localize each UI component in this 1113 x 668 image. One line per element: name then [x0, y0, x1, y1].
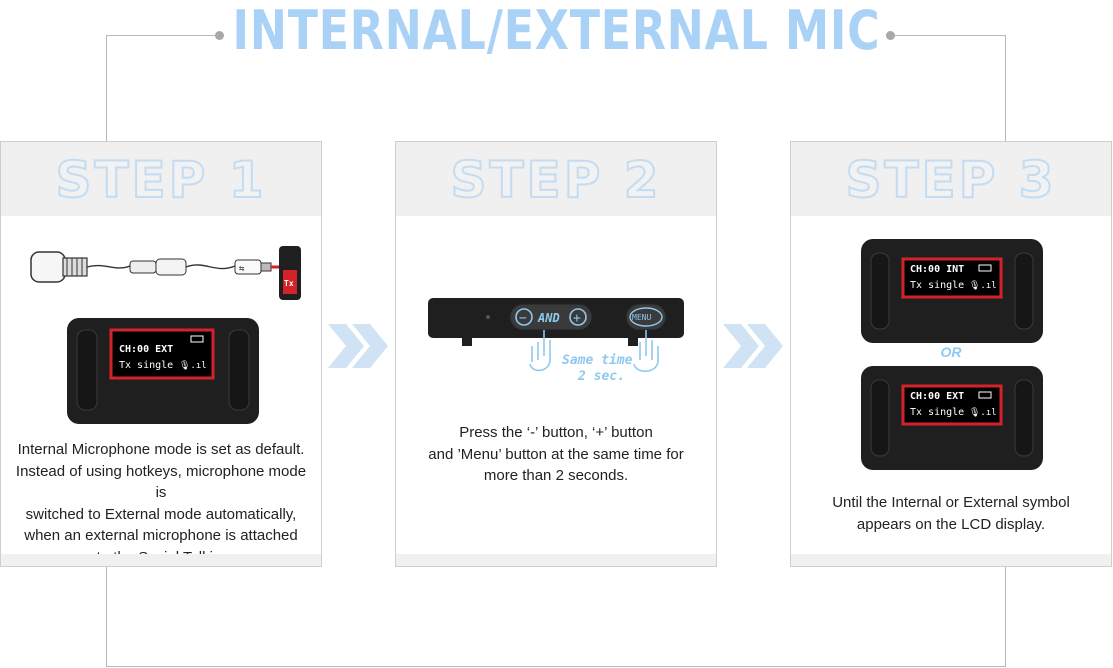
step-3-header: [791, 142, 1111, 216]
step-3-card: STEP 3 CH:00 INT Tx single 🎙.ıl OR CH:00…: [790, 141, 1112, 567]
step-3-int-mic-signal-icon: 🎙.ıl: [969, 280, 997, 291]
menu-button-label: MENU: [632, 313, 651, 322]
same-time-label: Same time: [562, 353, 633, 368]
title-dot-left: [215, 31, 224, 40]
step-1-device: CH:00 EXT Tx single 🎙.ıl: [67, 318, 259, 424]
chevron-right-icon-1: [328, 324, 388, 368]
step-3-footer: [791, 554, 1111, 566]
step-3-int-lcd-line-2: Tx single: [910, 280, 964, 291]
tx-device-label: Tx: [284, 279, 294, 288]
step-1-footer: [1, 554, 321, 566]
step-3-device-internal: CH:00 INT Tx single 🎙.ıl: [861, 239, 1043, 343]
step-3-description: Until the Internal or External symbol ap…: [832, 494, 1070, 533]
frame-line-bottom: [106, 666, 1006, 667]
page-title: INTERNAL/EXTERNAL MIC: [232, 0, 881, 62]
step-1-card: STEP 1 ⇆ Tx CH:00 EXT Tx single 🎙.ıl Int…: [0, 141, 322, 567]
step-1-header: [1, 142, 321, 216]
frame-line-top-right: [893, 35, 1005, 36]
step-3-device-external: CH:00 EXT Tx single 🎙.ıl: [861, 366, 1043, 470]
frame-line-left-bottom: [106, 567, 107, 667]
step-1-lcd-line-2: Tx single: [119, 360, 173, 371]
step-3-ext-lcd-line-1: CH:00 EXT: [910, 391, 964, 402]
step-2-title: STEP 2: [449, 150, 662, 210]
minus-button-label: −: [519, 311, 527, 326]
svg-text:⇆: ⇆: [239, 264, 245, 274]
step-1-title: STEP 1: [54, 150, 267, 210]
frame-line-top-left: [106, 35, 219, 36]
frame-line-right-top: [1005, 35, 1006, 141]
step-2-card: STEP 2 − AND + MENU Same time 2 sec. Pre…: [395, 141, 717, 567]
finger-press-icon-right: [633, 330, 659, 373]
step-3-title: STEP 3: [844, 150, 1057, 210]
step-2-description: Press the ‘-’ button, ‘+’ button and ’Me…: [428, 424, 684, 484]
step-1-lcd-line-1: CH:00 EXT: [119, 344, 173, 355]
step-1-description: Internal Microphone mode is set as defau…: [15, 441, 307, 566]
and-label: AND: [537, 311, 560, 325]
step-2-device-top-view: − AND + MENU Same time 2 sec.: [428, 298, 684, 384]
plus-button-icon: [569, 308, 587, 326]
step-1-mic-signal-icon: 🎙.ıl: [179, 360, 207, 371]
or-label: OR: [940, 344, 962, 360]
step-3-ext-mic-signal-icon: 🎙.ıl: [969, 407, 997, 418]
frame-line-right-bottom: [1005, 567, 1006, 667]
minus-button-icon: [515, 308, 533, 326]
chevron-right-icon-2: [723, 324, 783, 368]
two-seconds-label: 2 sec.: [577, 369, 625, 384]
step-3-ext-lcd-line-2: Tx single: [910, 407, 964, 418]
external-microphone-cable-illustration: ⇆ Tx: [30, 246, 301, 300]
finger-press-icon-left: [529, 330, 551, 372]
plus-button-label: +: [573, 311, 581, 326]
step-2-footer: [396, 554, 716, 566]
step-3-int-lcd-line-1: CH:00 INT: [910, 264, 964, 275]
title-dot-right: [886, 31, 895, 40]
step-2-header: [396, 142, 716, 216]
frame-line-left-top: [106, 35, 107, 141]
